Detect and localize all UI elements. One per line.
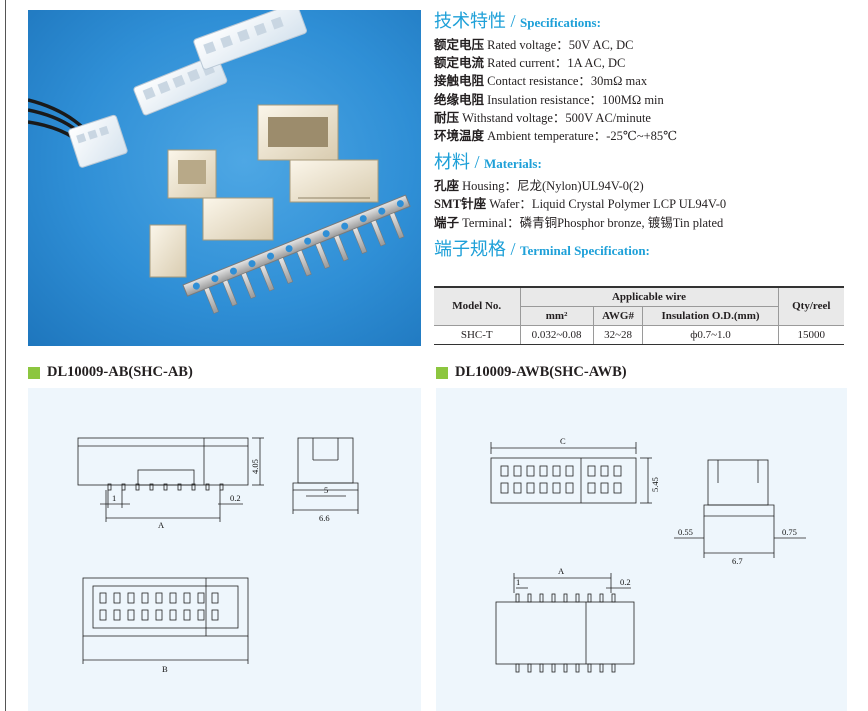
page-left-rule — [5, 0, 6, 711]
top-view: B — [82, 577, 249, 674]
specifications-heading: 技术特性 / Specifications: — [434, 11, 601, 31]
mm2-header: mm² — [519, 306, 594, 326]
material-wafer: SMT针座 Wafer：Liquid Crystal Polymer LCP U… — [434, 197, 727, 212]
table-row: SHC-T 0.032~0.08 32~28 ф0.7~1.0 15000 — [434, 325, 844, 345]
dim-right-ext-label: 0.75 — [782, 527, 797, 537]
drawing-awb-panel: C 5.45 0.55 6.7 — [436, 388, 847, 711]
specs-column: 技术特性 / Specifications: 额定电压 Rated voltag… — [434, 10, 854, 262]
cell-model: SHC-T — [434, 325, 520, 345]
dim-c-label: C — [560, 436, 566, 446]
dim-height-label: 5.45 — [650, 477, 660, 492]
dim-pitch-label: 1 — [112, 493, 116, 503]
drawing-ab-panel: 4.05 1 A 0.2 5 6.6 — [28, 388, 421, 711]
spec-rated-current: 额定电流 Rated current：1A AC, DC — [434, 56, 626, 71]
terminal-spec-table: Model No. Applicable wire Qty/reel mm² A… — [434, 286, 844, 345]
dim-left-ext-label: 0.55 — [678, 527, 693, 537]
spec-rated-voltage: 额定电压 Rated voltage：50V AC, DC — [434, 38, 634, 52]
dim-a-label: A — [558, 566, 565, 576]
dim-height-label: 4.05 — [250, 459, 260, 474]
drawing-awb-title: DL10009-AWB(SHC-AWB) — [436, 364, 627, 381]
spec-ambient-temperature: 环境温度 Ambient temperature：-25℃~+85℃ — [434, 129, 678, 144]
product-photo — [28, 10, 421, 346]
drawing-ab-title: DL10009-AB(SHC-AB) — [28, 364, 193, 381]
material-terminal: 端子 Terminal：磷青铜Phosphor bronze, 镀锡Tin pl… — [434, 215, 724, 230]
cell-mm2: 0.032~0.08 — [519, 325, 594, 345]
spec-withstand-voltage: 耐压 Withstand voltage：500V AC/minute — [434, 110, 651, 125]
spec-insulation-resistance: 绝缘电阻 Insulation resistance：100MΩ min — [434, 92, 664, 107]
front-view: C 5.45 — [490, 436, 660, 504]
material-housing: 孔座 Housing：尼龙(Nylon)UL94V-0(2) — [434, 179, 644, 194]
cell-awg: 32~28 — [592, 325, 643, 345]
cell-qty: 15000 — [777, 325, 844, 345]
terminal-spec-heading: 端子规格 / Terminal Specification: — [434, 238, 650, 259]
side-view: 0.55 6.7 0.75 — [674, 459, 806, 566]
dim-gap-label: 0.2 — [620, 577, 631, 587]
insulation-header: Insulation O.D.(mm) — [642, 306, 778, 326]
side-view: 5 6.6 — [292, 437, 359, 523]
green-square-icon — [436, 366, 448, 379]
wire-header: Applicable wire — [519, 286, 778, 307]
awg-header: AWG# — [592, 306, 643, 326]
dim-side-outer-label: 6.6 — [319, 513, 330, 523]
dim-pitch-label: 1 — [516, 577, 520, 587]
green-square-icon — [28, 366, 40, 379]
qty-header: Qty/reel — [777, 286, 844, 326]
model-header: Model No. — [434, 286, 520, 326]
dim-width-label: 6.7 — [732, 556, 743, 566]
dim-b-label: B — [162, 664, 168, 674]
bottom-view: A 1 0.2 — [495, 566, 635, 673]
dim-side-inner-label: 5 — [324, 485, 328, 495]
dim-a-label: A — [158, 520, 165, 530]
spec-contact-resistance: 接触电阻 Contact resistance：30mΩ max — [434, 74, 648, 89]
front-view: 4.05 1 A 0.2 — [77, 437, 264, 530]
cell-insulation: ф0.7~1.0 — [642, 325, 778, 345]
dim-gap-label: 0.2 — [230, 493, 241, 503]
materials-heading: 材料 / Materials: — [434, 152, 542, 173]
